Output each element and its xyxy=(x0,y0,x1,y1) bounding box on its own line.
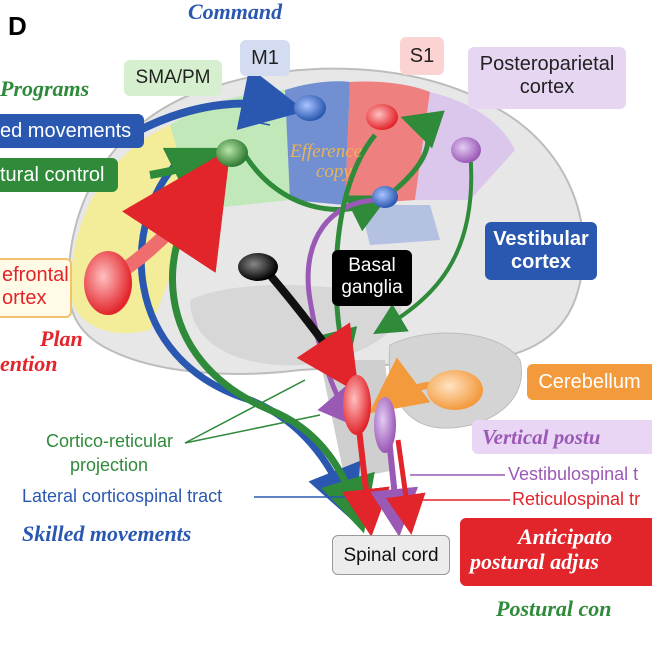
prefrontal-line-1: efrontal xyxy=(2,264,69,286)
sma-nucleus xyxy=(216,139,248,167)
cerebellum-label: Cerebellum xyxy=(527,364,652,400)
s1-label: S1 xyxy=(400,37,444,75)
cortico-reticular-line-2: projection xyxy=(70,455,149,475)
vestibular-line-2: cortex xyxy=(510,251,572,273)
heading-postural-control: Postural con xyxy=(496,596,612,621)
vestibular-nucleus xyxy=(372,186,398,208)
basal-line-2: ganglia xyxy=(341,276,403,298)
m1-nucleus xyxy=(294,95,326,121)
efference-copy-label-2: copy xyxy=(316,161,352,182)
vestibular-stem-nucleus xyxy=(374,397,396,453)
prefrontal-line-2: ortex xyxy=(2,287,47,309)
heading-skilled-movements: Skilled movements xyxy=(22,521,192,546)
heading-intention: ention xyxy=(0,351,58,376)
posteroparietal-label: Posteroparietal cortex xyxy=(468,47,626,109)
vertical-postural-banner: Vertical postu xyxy=(472,420,652,454)
basal-nucleus xyxy=(238,253,278,281)
vestibular-label: Vestibular cortex xyxy=(485,222,597,280)
s1-nucleus xyxy=(366,104,398,130)
heading-programs: Programs xyxy=(0,76,90,101)
prefrontal-label: efrontal ortex xyxy=(0,258,72,318)
heading-command: Command xyxy=(188,0,283,24)
heading-plan: Plan xyxy=(40,326,83,351)
anticipatory-line-2: postural adjus xyxy=(470,549,599,575)
vestibular-line-1: Vestibular xyxy=(493,228,589,250)
vestibulospinal-label: Vestibulospinal t xyxy=(508,464,639,484)
posteroparietal-line-1: Posteroparietal xyxy=(479,53,615,75)
panel-letter: D xyxy=(8,11,27,41)
reticulospinal-label: Reticulospinal tr xyxy=(512,489,641,509)
efference-copy-label-1: Efference xyxy=(290,141,363,162)
cerebellum-nucleus xyxy=(427,370,483,410)
posteroparietal-line-2: cortex xyxy=(519,76,575,98)
parietal-nucleus xyxy=(451,137,481,163)
anticipatory-line-1: Anticipato xyxy=(518,524,613,549)
basal-ganglia-label: Basal ganglia xyxy=(332,250,412,306)
skilled-movements-program: ed movements xyxy=(0,114,144,148)
reticular-nucleus xyxy=(343,375,371,435)
anticipatory-banner: Anticipato postural adjus xyxy=(460,518,652,586)
basal-line-1: Basal xyxy=(348,255,396,276)
m1-label: M1 xyxy=(240,40,290,76)
vestibular-region xyxy=(360,205,440,245)
spinal-cord-label: Spinal cord xyxy=(332,535,450,575)
postural-control-program: tural control xyxy=(0,158,118,192)
cortico-reticular-line-1: Cortico-reticular xyxy=(46,431,174,451)
prefrontal-nucleus xyxy=(84,251,132,315)
lateral-corticospinal-label: Lateral corticospinal tract xyxy=(22,486,223,506)
sma-pm-label: SMA/PM xyxy=(124,60,222,96)
